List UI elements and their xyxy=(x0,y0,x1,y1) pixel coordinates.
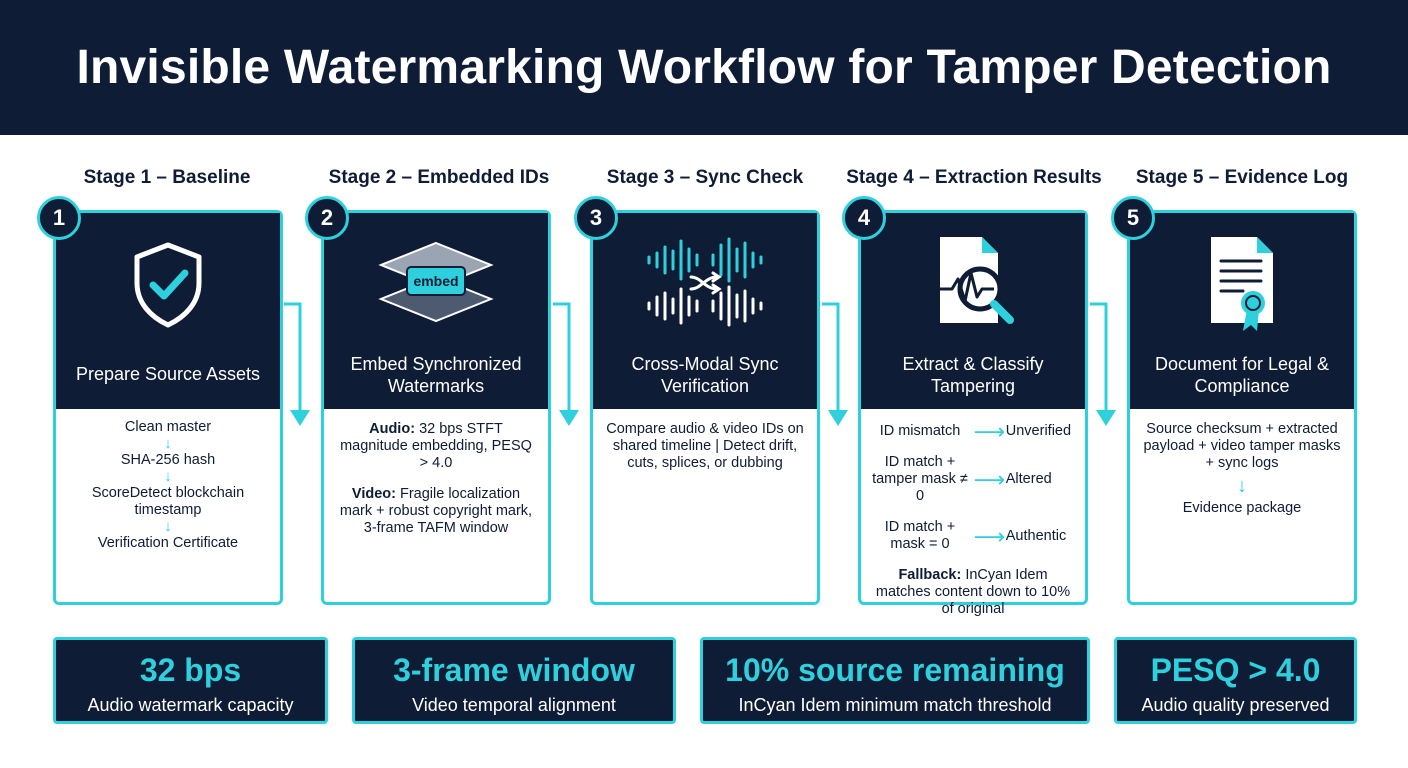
metric-match-threshold: 10% source remaining InCyan Idem minimum… xyxy=(700,637,1090,724)
stage-3-card-header: Cross-Modal Sync Verification xyxy=(593,213,817,409)
rule-result: Authentic xyxy=(1005,527,1067,544)
metric-value: PESQ > 4.0 xyxy=(1150,652,1321,688)
stage-4-body: ID mismatch ⟶ Unverified ID match + tamp… xyxy=(861,409,1085,618)
stage-5-title: Stage 5 – Evidence Log xyxy=(1135,167,1349,188)
right-arrow-icon: ⟶ xyxy=(973,467,1006,492)
down-arrow-icon: ↓ xyxy=(164,518,172,535)
metric-audio-capacity: 32 bps Audio watermark capacity xyxy=(53,637,328,724)
metric-value: 3-frame window xyxy=(393,652,635,688)
down-arrow-icon: ↓ xyxy=(1237,475,1247,497)
flow-step-hash: SHA-256 hash xyxy=(120,452,216,468)
metric-label: Audio watermark capacity xyxy=(87,695,294,715)
stage-5-heading: Document for Legal & Compliance xyxy=(1154,354,1330,396)
rule-result: Unverified xyxy=(1005,423,1072,439)
connector-arrow-4-5 xyxy=(1090,302,1116,426)
right-arrow-icon: ⟶ xyxy=(973,419,1006,444)
stage-5-number-badge: 5 xyxy=(1111,196,1155,240)
connector-arrow-2-3 xyxy=(553,302,579,426)
embed-layers-icon: embed xyxy=(324,227,548,337)
stage-3-number-badge: 3 xyxy=(574,196,618,240)
right-arrow-icon: ⟶ xyxy=(973,523,1006,549)
stage-1-card: Prepare Source Assets Clean master ↓ SHA… xyxy=(53,210,283,605)
header-banner: Invisible Watermarking Workflow for Tamp… xyxy=(0,0,1408,135)
metric-label: Audio quality preserved xyxy=(1141,695,1330,715)
page-title: Invisible Watermarking Workflow for Tamp… xyxy=(76,41,1332,94)
shield-check-icon xyxy=(56,227,280,337)
stage-2-number-badge: 2 xyxy=(305,196,349,240)
metric-video-alignment: 3-frame window Video temporal alignment xyxy=(352,637,676,724)
down-arrow-icon: ↓ xyxy=(164,435,172,452)
certificate-document-icon xyxy=(1130,227,1354,337)
fallback-text: InCyan Idem matches content down to 10% … xyxy=(875,567,1071,617)
stage-2-card: embed Embed Synchronized Watermarks Audi… xyxy=(321,210,551,605)
rule-condition: ID match + mask = 0 xyxy=(884,519,956,552)
classification-rule-unverified: ID mismatch ⟶ Unverified xyxy=(867,419,1079,444)
stage-2-body: Audio: 32 bps STFT magnitude embedding, … xyxy=(324,409,548,602)
stage-1-title: Stage 1 – Baseline xyxy=(83,167,251,188)
stage-5-card: Document for Legal & Compliance Source c… xyxy=(1127,210,1357,605)
connector-arrow-1-2 xyxy=(284,302,310,426)
flow-step-blockchain-timestamp: ScoreDetect blockchain timestamp xyxy=(91,485,245,518)
video-label: Video: xyxy=(351,486,396,502)
rule-result: Altered xyxy=(1005,471,1052,487)
stage-3-body: Compare audio & video IDs on shared time… xyxy=(606,421,804,471)
evidence-package: Evidence package xyxy=(1182,500,1302,516)
stage-1-number-badge: 1 xyxy=(37,196,81,240)
stage-3-title: Stage 3 – Sync Check xyxy=(606,167,804,188)
stage-4-card: Extract & Classify Tampering ID mismatch… xyxy=(858,210,1088,618)
stage-1-body: Clean master ↓ SHA-256 hash ↓ ScoreDetec… xyxy=(56,409,280,602)
stage-4-card-header: Extract & Classify Tampering xyxy=(861,213,1085,409)
audio-label: Audio: xyxy=(369,421,416,437)
stage-5-card-header: Document for Legal & Compliance xyxy=(1130,213,1354,409)
metric-audio-quality: PESQ > 4.0 Audio quality preserved xyxy=(1114,637,1357,724)
audio-spec: Audio: 32 bps STFT magnitude embedding, … xyxy=(334,421,538,472)
fallback-label: Fallback: xyxy=(898,567,962,583)
classification-rule-authentic: ID match + mask = 0 ⟶ Authentic xyxy=(867,519,1079,553)
waveform-sync-icon xyxy=(593,227,817,337)
rule-condition: ID match + tamper mask ≠ 0 xyxy=(872,454,968,504)
stage-1-heading: Prepare Source Assets xyxy=(75,364,261,384)
metric-value: 10% source remaining xyxy=(725,652,1065,688)
flow-step-certificate: Verification Certificate xyxy=(97,535,239,551)
stage-2-card-header: embed Embed Synchronized Watermarks xyxy=(324,213,548,409)
video-spec: Video: Fragile localization mark + robus… xyxy=(334,486,538,537)
fallback-note: Fallback: InCyan Idem matches content do… xyxy=(867,567,1079,618)
stage-3-card: Cross-Modal Sync Verification Compare au… xyxy=(590,210,820,605)
metric-value: 32 bps xyxy=(139,652,242,688)
stage-4-title: Stage 4 – Extraction Results xyxy=(846,167,1102,188)
metric-label: InCyan Idem minimum match threshold xyxy=(738,695,1052,715)
flow-step-clean-master: Clean master xyxy=(124,419,212,435)
evidence-inputs: Source checksum + extracted payload + vi… xyxy=(1143,421,1341,471)
stage-4-number-badge: 4 xyxy=(842,196,886,240)
down-arrow-icon: ↓ xyxy=(164,468,172,485)
classification-rule-altered: ID match + tamper mask ≠ 0 ⟶ Altered xyxy=(867,454,1079,505)
video-text: Fragile localization mark + robust copyr… xyxy=(339,486,533,536)
stage-2-title: Stage 2 – Embedded IDs xyxy=(328,167,550,188)
stage-3-heading: Cross-Modal Sync Verification xyxy=(631,354,779,396)
stage-1-card-header: Prepare Source Assets xyxy=(56,213,280,409)
stage-4-heading: Extract & Classify Tampering xyxy=(902,354,1044,396)
connector-arrow-3-4 xyxy=(822,302,848,426)
document-magnifier-icon xyxy=(861,227,1085,337)
embed-icon-label: embed xyxy=(413,273,458,289)
metric-label: Video temporal alignment xyxy=(412,695,616,715)
rule-condition: ID mismatch xyxy=(879,423,961,439)
stage-2-heading: Embed Synchronized Watermarks xyxy=(350,354,522,396)
stage-5-body: Source checksum + extracted payload + vi… xyxy=(1130,409,1354,602)
audio-text: 32 bps STFT magnitude embedding, PESQ > … xyxy=(340,421,532,471)
